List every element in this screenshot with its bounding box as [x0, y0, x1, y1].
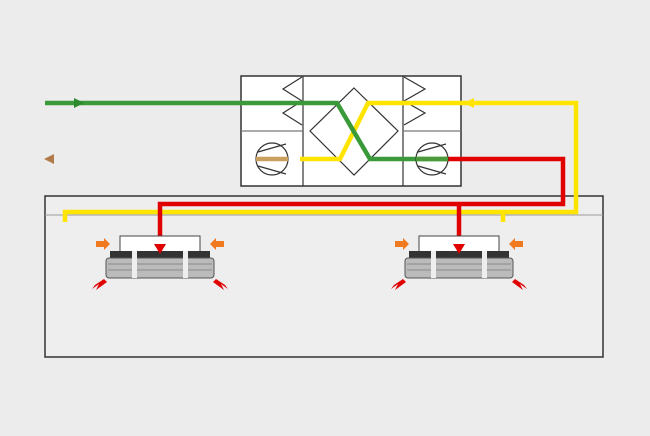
supply-air-path [157, 156, 566, 248]
intake-arrow-icon [509, 238, 523, 250]
exhaust-air-out-arrow-icon [44, 154, 54, 164]
outflow-arrow-icon [512, 279, 527, 290]
airflow-paths [45, 100, 579, 248]
outflow-arrow-icon [213, 279, 228, 290]
ceiling-diffuser-right [391, 235, 527, 290]
supply-arrow-icon [453, 244, 465, 254]
extract-air-arrow-icon [464, 98, 474, 108]
heat-exchanger-core [309, 87, 399, 176]
intake-arrow-icon [395, 238, 409, 250]
extract-air-path [62, 100, 579, 222]
fresh-air-path [45, 100, 448, 162]
intake-arrow-icon [210, 238, 224, 250]
outflow-arrow-icon [92, 279, 107, 290]
ceiling-diffuser-left [92, 235, 228, 290]
supply-arrow-icon [154, 244, 166, 254]
outflow-arrow-icon [391, 279, 406, 290]
intake-arrow-icon [96, 238, 110, 250]
fresh-air-in-arrow-icon [74, 98, 84, 108]
